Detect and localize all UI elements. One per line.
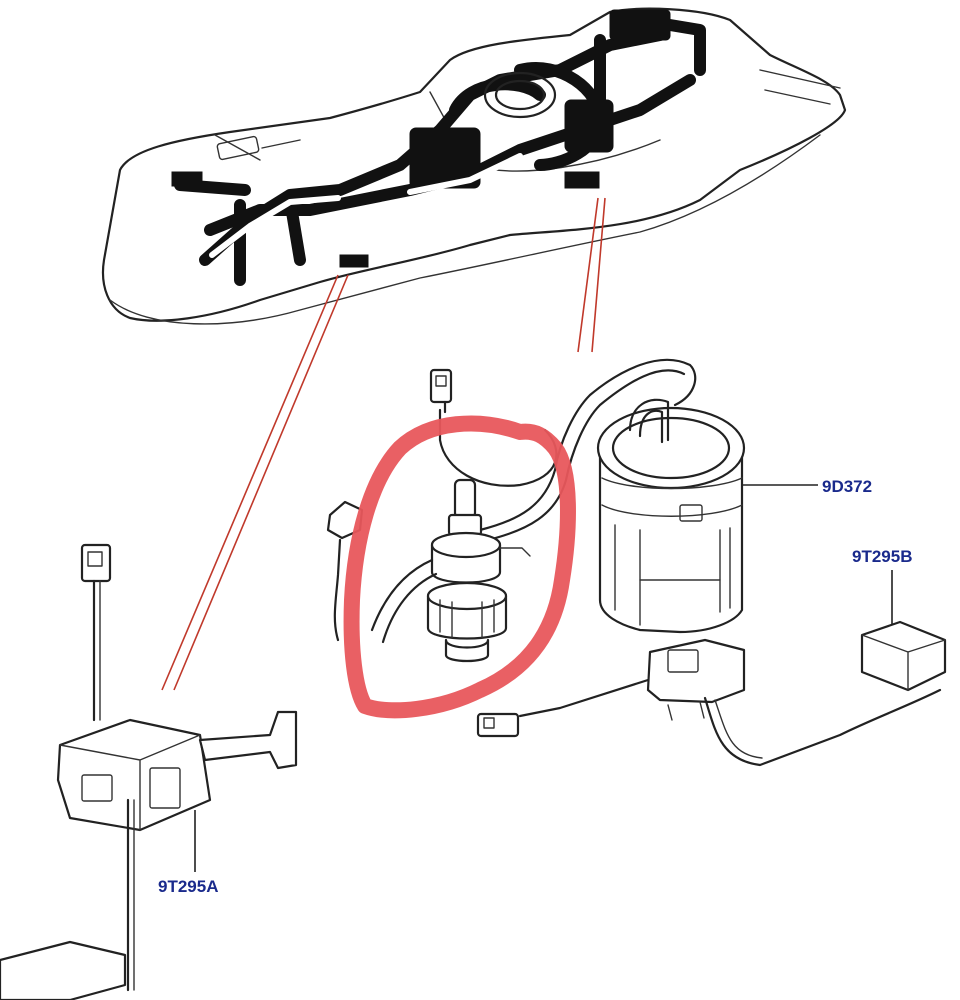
part-label-9d372: 9D372 xyxy=(822,477,872,496)
leader-lines xyxy=(161,197,606,691)
fuel-pump-module xyxy=(596,398,818,634)
part-label-9t295b: 9T295B xyxy=(852,547,912,566)
fuel-level-sensor-left xyxy=(0,543,298,1000)
part-label-9t295a: 9T295A xyxy=(158,877,218,896)
fuel-level-sensor-right xyxy=(476,570,947,767)
fuel-tank xyxy=(102,7,847,325)
fuel-pump xyxy=(326,358,697,663)
highlight-circle xyxy=(343,415,576,719)
